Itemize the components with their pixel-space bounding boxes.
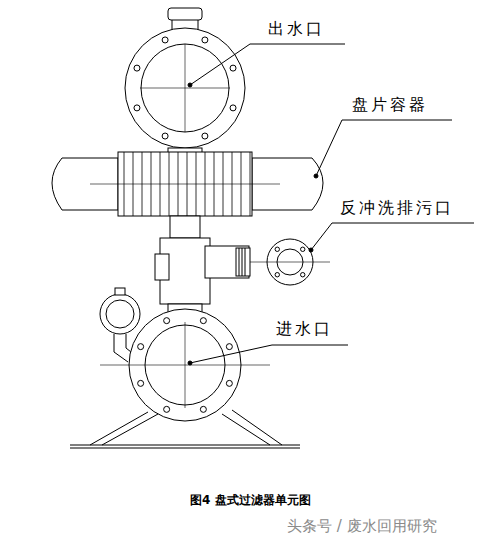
- bolt-hole: [301, 273, 305, 277]
- stroke: [190, 44, 250, 85]
- bolt-hole: [162, 133, 168, 139]
- bolt-hole: [202, 37, 208, 43]
- part-label: 盘片容器: [352, 96, 428, 114]
- bolt-hole: [200, 406, 206, 412]
- part-label: 反冲洗排污口: [340, 199, 454, 217]
- bolt-hole: [301, 247, 305, 251]
- stroke: [272, 345, 348, 346]
- leader-dot: [188, 83, 192, 87]
- part-label: 进水口: [276, 320, 333, 338]
- leader-dot: [309, 248, 313, 252]
- bolt-hole: [164, 406, 170, 412]
- bolt-hole: [200, 318, 206, 324]
- bolt-hole: [162, 37, 168, 43]
- bolt-hole: [230, 65, 236, 71]
- bolt-hole: [226, 380, 232, 386]
- bolt-hole: [226, 344, 232, 350]
- bolt-hole: [134, 65, 140, 71]
- bolt-hole: [164, 318, 170, 324]
- leader-dot: [314, 174, 318, 178]
- figure-caption: 图4 盘式过滤器单元图: [190, 494, 311, 507]
- stroke: [190, 345, 272, 363]
- bolt-hole: [202, 133, 208, 139]
- bolt-hole: [138, 344, 144, 350]
- watermark: 头条号 / 废水回用研究: [287, 518, 437, 535]
- stroke: [332, 223, 474, 224]
- stroke: [316, 120, 342, 176]
- bolt-hole: [275, 273, 279, 277]
- leader-dot: [188, 361, 192, 365]
- stroke: [311, 223, 332, 250]
- bolt-hole: [138, 380, 144, 386]
- bolt-hole: [230, 105, 236, 111]
- bolt-hole: [275, 247, 279, 251]
- stroke: [342, 120, 452, 121]
- part-label: 出水口: [268, 20, 325, 38]
- bolt-hole: [134, 105, 140, 111]
- stroke: [250, 44, 345, 45]
